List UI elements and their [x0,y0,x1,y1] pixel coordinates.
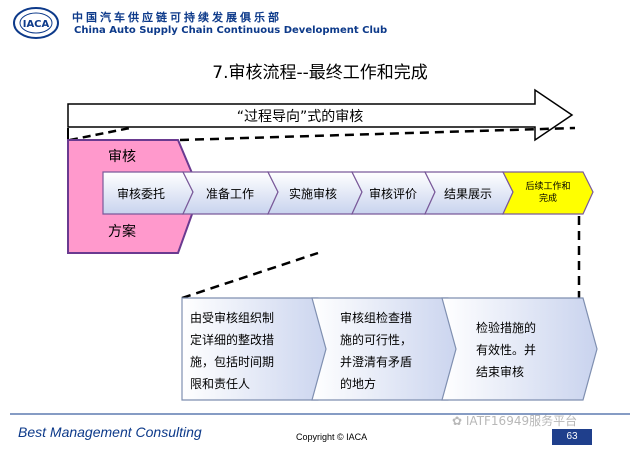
slide-title: 7.审核流程--最终工作和完成 [212,63,428,83]
detail-line: 审核组检查措 [340,310,412,325]
banner-text: “过程导向”式的审核 [237,109,364,125]
audit-plan-top-label: 审核 [108,149,136,165]
detail-line: 的地方 [340,376,376,391]
detail-line: 定详细的整改措 [190,332,274,347]
detail-line: 有效性。并 [476,342,536,357]
detail-line: 由受审核组织制 [190,310,274,325]
connector-dash [179,126,576,142]
final-step-label: 后续工作和 [525,180,570,192]
step-label: 准备工作 [206,187,254,201]
watermark: ✿ IATF16949服务平台 [452,412,577,429]
logo-text: IACA [23,19,50,30]
footer-copyright: Copyright © IACA [296,432,368,442]
page-number: 63 [552,429,592,445]
wechat-icon: ✿ [452,414,466,428]
detail-line: 结束审核 [476,364,524,379]
step-label: 实施审核 [289,186,337,201]
header-title-en: China Auto Supply Chain Continuous Devel… [74,25,388,36]
detail-line: 施，包括时间期 [190,354,274,369]
step-label: 审核评价 [369,186,417,201]
detail-line: 施的可行性， [340,332,412,347]
detail-line: 并澄清有矛盾 [340,354,412,369]
iaca-logo: IACA [13,7,59,39]
watermark-text: IATF16949服务平台 [465,414,578,428]
final-step-label: 完成 [539,192,557,204]
banner-arrow [67,88,574,142]
step-label: 结果展示 [444,187,492,201]
footer-company: Best Management Consulting [18,424,202,440]
header-title-cn: 中国汽车供应链可持续发展俱乐部 [72,11,282,24]
detail-box [441,297,598,401]
process-chevron-bar [102,171,594,215]
connector-dash [181,251,319,300]
step-label: 审核委托 [117,186,165,201]
connector-dash [69,126,131,142]
detail-line: 限和责任人 [190,377,250,391]
final-step-chevron [502,171,594,215]
detail-line: 检验措施的 [476,320,536,335]
audit-plan-bottom-label: 方案 [108,223,136,240]
